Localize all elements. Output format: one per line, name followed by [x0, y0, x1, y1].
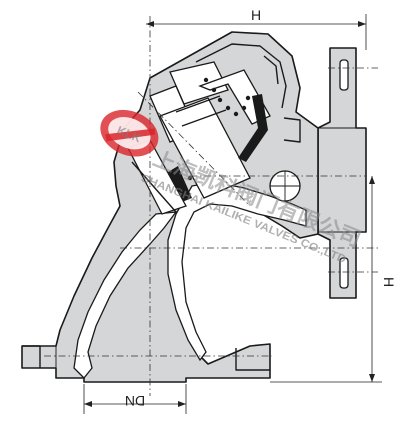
width-label: H [251, 7, 261, 23]
center-lines [44, 16, 378, 396]
height-label: H [381, 277, 397, 287]
dimension-width: H [146, 7, 367, 50]
bore-label: DN [125, 393, 145, 409]
company-logo: KLK [100, 109, 159, 157]
actuator-assembly [127, 61, 271, 215]
side-port [269, 170, 301, 202]
dimension-height: H [270, 176, 397, 383]
dimension-bore: DN [83, 384, 187, 414]
